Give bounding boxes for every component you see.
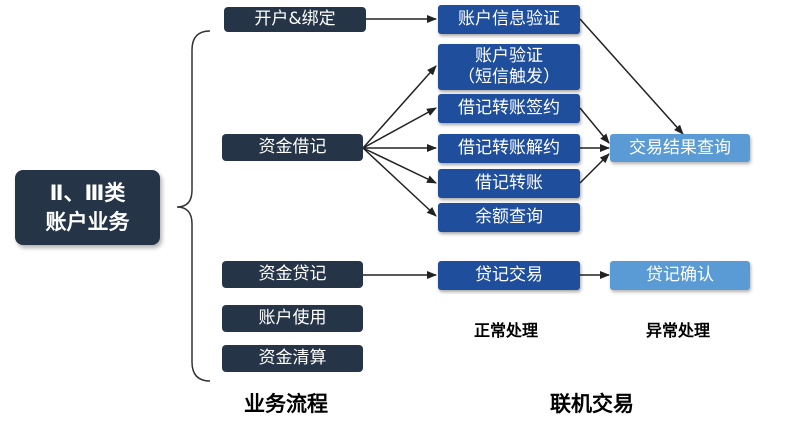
- node-debit-transfer-label: 借记转账: [475, 173, 543, 194]
- flow-open-bind: 开户&绑定: [224, 7, 366, 32]
- node-debit-transfer: 借记转账: [438, 169, 580, 198]
- node-credit-confirm: 贷记确认: [610, 261, 750, 290]
- node-account-info-verify-label: 账户信息验证: [458, 9, 560, 30]
- node-debit-sign-label: 借记转账签约: [458, 98, 560, 119]
- label-online-trade: 联机交易: [550, 392, 634, 416]
- flow-account-use: 账户使用: [222, 305, 363, 332]
- flow-credit-label: 资金贷记: [258, 264, 327, 285]
- flow-open-bind-label: 开户&绑定: [254, 9, 336, 30]
- node-debit-sign: 借记转账签约: [438, 94, 580, 123]
- arrow-verify-to-result: [579, 18, 684, 135]
- flow-account-use-label: 账户使用: [258, 308, 327, 329]
- node-balance-query: 余额查询: [438, 203, 580, 232]
- main-category-box: Ⅱ、Ⅲ类 账户业务: [15, 170, 160, 245]
- node-account-verify-line2: （短信触发）: [458, 67, 560, 87]
- arrow-transfer-to-result: [579, 153, 610, 184]
- arrow-sign-to-result: [579, 107, 610, 144]
- label-business-process: 业务流程: [244, 392, 328, 416]
- node-debit-cancel-label: 借记转账解约: [458, 138, 560, 159]
- flow-debit-label: 资金借记: [258, 137, 327, 158]
- flow-debit: 资金借记: [222, 134, 363, 161]
- node-account-verify-sms: 账户验证 （短信触发）: [438, 44, 580, 90]
- arrow-debit-to-account-verify: [362, 65, 437, 149]
- arrow-debit-to-balance: [362, 147, 437, 217]
- node-result-query: 交易结果查询: [610, 134, 750, 162]
- main-box-line2: 账户业务: [45, 209, 130, 234]
- node-credit-trade-label: 贷记交易: [475, 265, 543, 286]
- node-balance-query-label: 余额查询: [475, 207, 543, 228]
- flow-credit: 资金贷记: [222, 261, 363, 288]
- group-bracket: [176, 30, 211, 382]
- flow-clearing: 资金清算: [222, 345, 363, 372]
- label-normal-processing: 正常处理: [474, 321, 539, 340]
- main-box-line1: Ⅱ、Ⅲ类: [49, 181, 126, 206]
- node-account-info-verify: 账户信息验证: [438, 5, 580, 34]
- node-credit-confirm-label: 贷记确认: [646, 265, 714, 286]
- node-credit-trade: 贷记交易: [438, 261, 580, 290]
- arrow-debit-to-sign: [362, 107, 437, 149]
- node-result-query-label: 交易结果查询: [629, 137, 731, 158]
- arrow-debit-to-transfer: [362, 147, 437, 184]
- flow-clearing-label: 资金清算: [258, 348, 327, 369]
- node-account-verify-line1: 账户验证: [475, 45, 543, 66]
- label-exception-processing: 异常处理: [646, 321, 711, 340]
- node-debit-cancel: 借记转账解约: [438, 134, 580, 163]
